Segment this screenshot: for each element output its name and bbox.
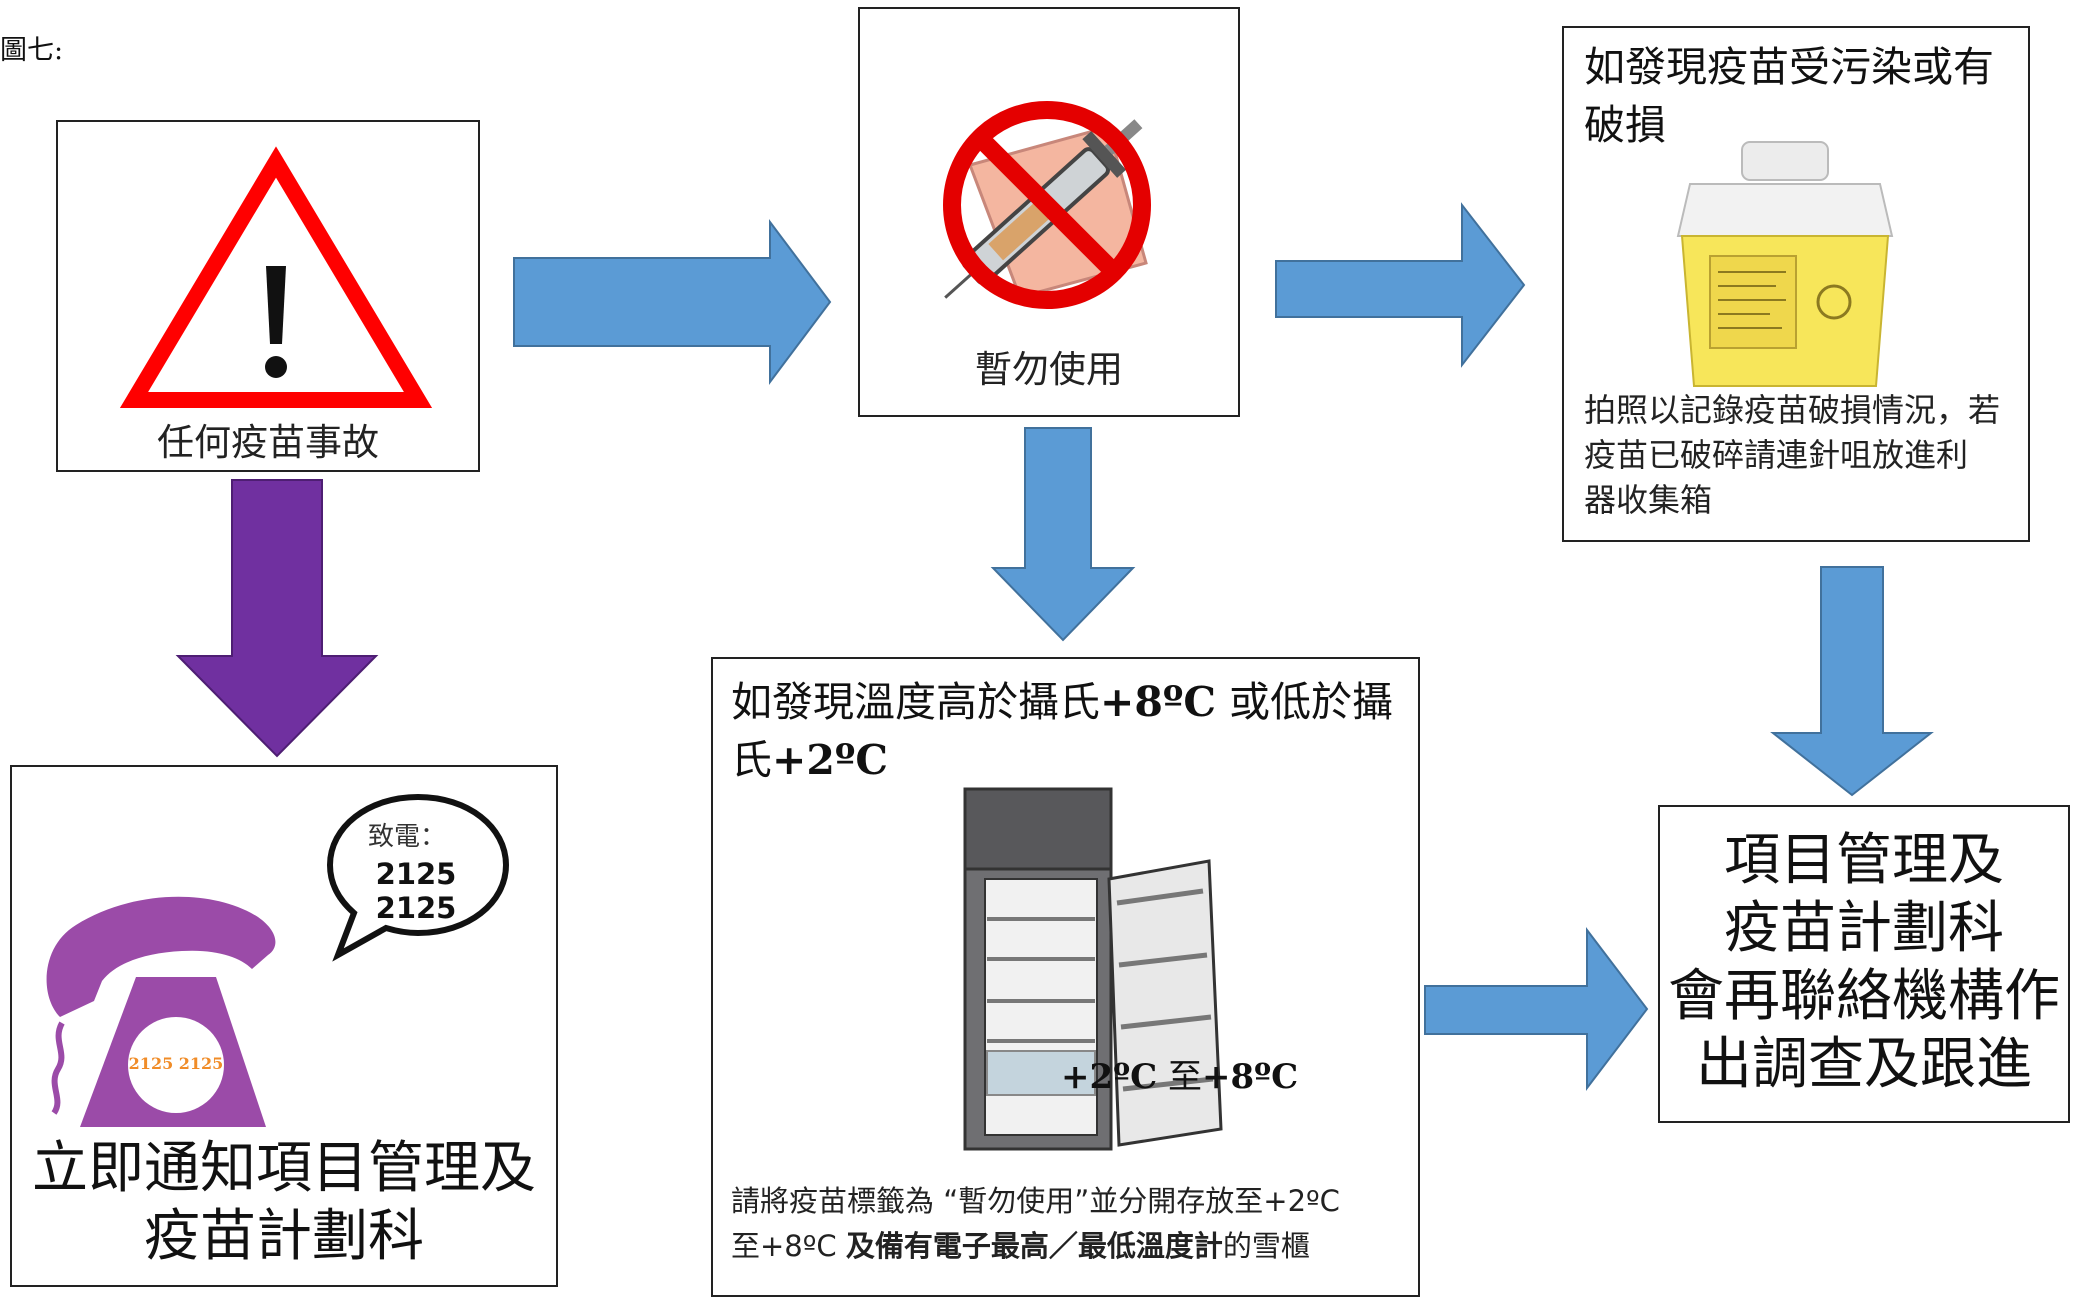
speech-bubble-label: 致電： xyxy=(368,822,447,852)
incident-box: 任何疫苗事故 xyxy=(56,120,480,472)
refrigerator-icon xyxy=(963,787,1223,1151)
incident-caption: 任何疫苗事故 xyxy=(157,421,379,464)
contaminated-box: 如發現疫苗受污染或有 破損 拍照以記錄疫苗破損情況，若 疫苗已破碎請連針咀放進利… xyxy=(1562,26,2030,542)
suspend-caption: 暫勿使用 xyxy=(975,348,1123,391)
notify-instruction-line-1: 立即通知項目管理及 xyxy=(32,1136,536,1201)
temperature-heading-text-3: 氏 xyxy=(731,736,772,784)
sharps-container-icon xyxy=(1676,141,1894,387)
contaminated-instruction-line-2: 疫苗已破碎請連針咀放進利 xyxy=(1584,436,1969,474)
temperature-instruction-line-2: 至+8ºC 及備有電子最高／最低溫度計的雪櫃 xyxy=(731,1224,1310,1269)
contaminated-instruction-line-1: 拍照以記錄疫苗破損情況，若 xyxy=(1584,391,2001,429)
contaminated-heading-line-2: 破損 xyxy=(1584,101,1666,149)
telephone-icon xyxy=(46,896,276,1127)
phone-number: 2125 2125 xyxy=(375,857,457,925)
result-line-3: 會再聯絡機構作 xyxy=(1668,964,2060,1029)
dial-number: 2125 2125 xyxy=(128,1054,224,1073)
result-line-2: 疫苗計劃科 xyxy=(1724,896,2004,961)
contaminated-heading-line-1: 如發現疫苗受污染或有 xyxy=(1584,43,1994,91)
temperature-upper-limit: +8ºC xyxy=(1100,678,1217,726)
speech-bubble xyxy=(326,793,510,962)
temperature-heading-line-1: 如發現溫度高於攝氏+8ºC 或低於攝 xyxy=(731,673,1393,731)
temperature-instruction-text-2: 的雪櫃 xyxy=(1222,1229,1310,1263)
temperature-box: 如發現溫度高於攝氏+8ºC 或低於攝 氏+2ºC +2ºC 至+8ºC 請將疫苗… xyxy=(711,657,1420,1297)
figure-label: 圖七: xyxy=(0,35,64,66)
arrow-contaminated-to-result xyxy=(1770,566,1934,797)
arrow-incident-to-suspend xyxy=(513,219,832,385)
result-line-1: 項目管理及 xyxy=(1724,828,2004,893)
suspend-box: 暫勿使用 xyxy=(858,7,1240,417)
arrow-suspend-to-temperature xyxy=(990,427,1136,642)
fridge-temperature-range: +2ºC 至+8ºC xyxy=(1061,1049,1298,1098)
result-line-4: 出調查及跟進 xyxy=(1696,1032,2032,1097)
temperature-heading-text-1: 如發現溫度高於攝氏 xyxy=(731,678,1100,726)
arrow-temperature-to-result xyxy=(1424,927,1649,1091)
result-box: 項目管理及 疫苗計劃科 會再聯絡機構作 出調查及跟進 xyxy=(1658,805,2070,1123)
temperature-instruction-emphasis: 及備有電子最高／最低溫度計 xyxy=(845,1229,1223,1263)
temperature-instruction-line-1: 請將疫苗標籤為 “暫勿使用”並分開存放至+2ºC xyxy=(731,1184,1340,1218)
arrow-suspend-to-contaminated xyxy=(1275,202,1526,368)
temperature-instruction-text-1: 至+8ºC xyxy=(731,1229,846,1263)
warning-triangle-icon xyxy=(119,146,433,408)
fridge-range-to: 至 xyxy=(1157,1057,1203,1097)
temperature-heading-text-2: 或低於攝 xyxy=(1216,678,1394,726)
temperature-heading-line-2: 氏+2ºC xyxy=(731,731,888,789)
temperature-lower-limit: +2ºC xyxy=(772,736,889,784)
notify-instruction-line-2: 疫苗計劃科 xyxy=(144,1204,424,1269)
fridge-range-high: +8ºC xyxy=(1202,1057,1299,1097)
arrow-incident-to-notify xyxy=(175,479,379,758)
fridge-range-low: +2ºC xyxy=(1061,1057,1158,1097)
notify-box: 致電： 2125 2125 2125 2125 立即通知項目管理及 疫苗計劃科 xyxy=(10,765,558,1287)
contaminated-instruction-line-3: 器收集箱 xyxy=(1584,481,1713,519)
no-syringe-icon xyxy=(943,101,1151,309)
